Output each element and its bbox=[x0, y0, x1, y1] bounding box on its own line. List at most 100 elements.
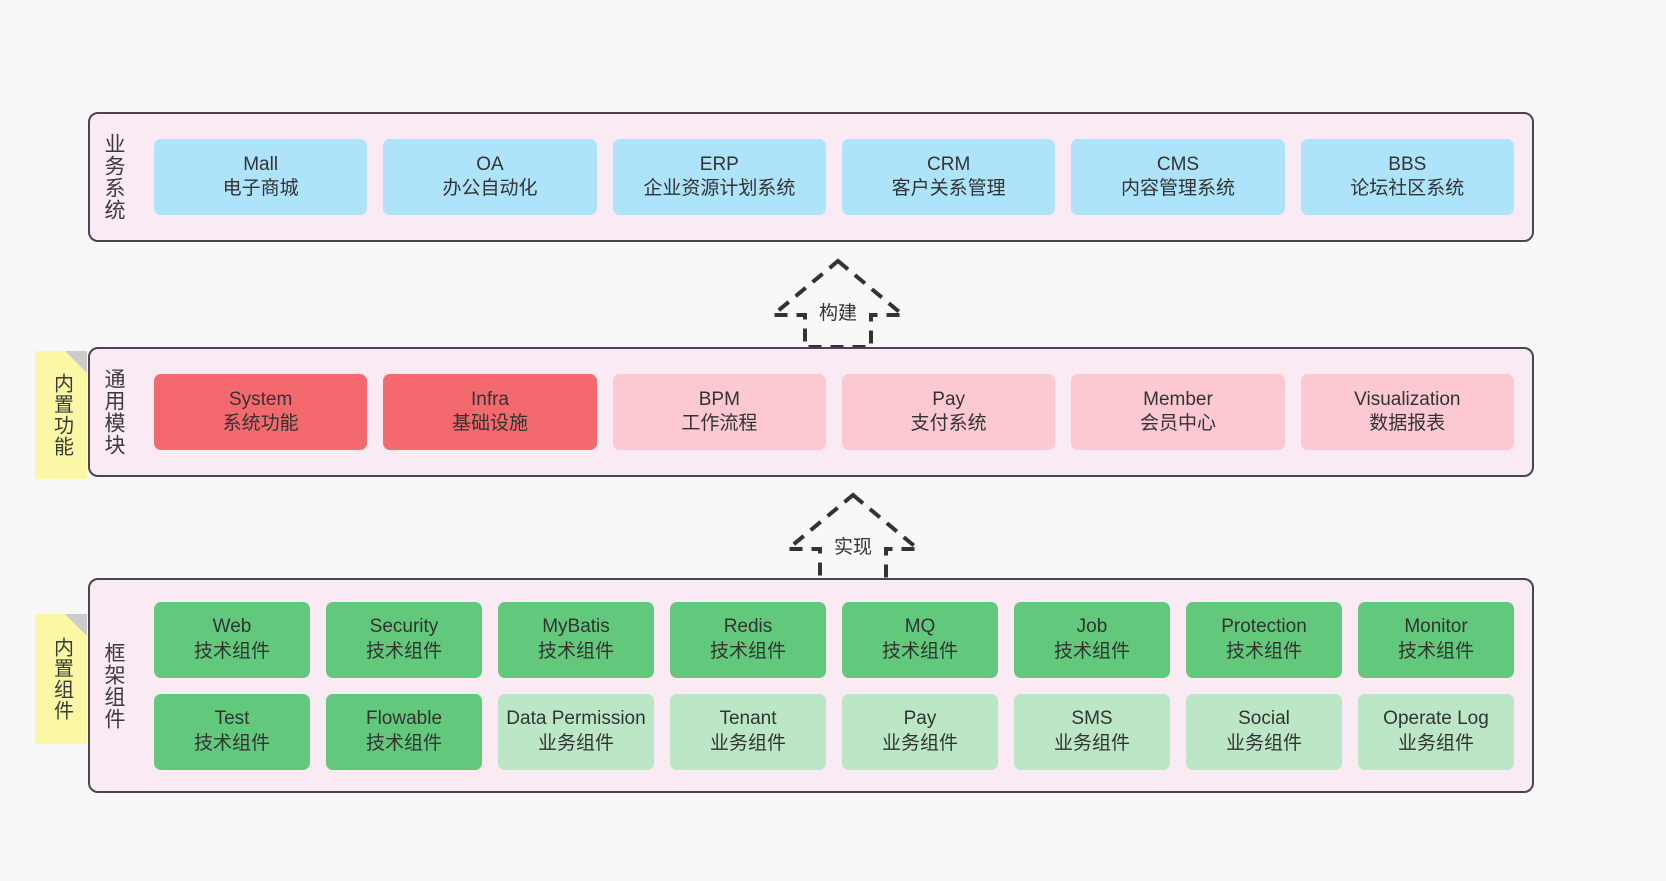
node-title: MyBatis bbox=[542, 616, 610, 638]
node-subtitle: 技术组件 bbox=[365, 640, 442, 662]
connector-implement-arrow: 实现 bbox=[768, 487, 938, 585]
note-fold-corner bbox=[65, 614, 87, 636]
node-title: Monitor bbox=[1404, 616, 1468, 638]
node-subtitle: 论坛社区系统 bbox=[1350, 178, 1465, 199]
node-title: Security bbox=[369, 616, 439, 638]
node-subtitle: 系统功能 bbox=[222, 413, 299, 434]
node-subtitle: 基础设施 bbox=[451, 413, 528, 434]
node-bpm[interactable]: BPM 工作流程 bbox=[612, 374, 826, 450]
node-monitor[interactable]: Monitor 技术组件 bbox=[1358, 601, 1514, 678]
connector-build-arrow: 构建 bbox=[753, 253, 923, 351]
node-subtitle: 技术组件 bbox=[709, 640, 786, 662]
framework-row-business: Test 技术组件 Flowable 技术组件 Data Permission … bbox=[146, 693, 1522, 770]
node-title: OA bbox=[476, 153, 504, 175]
node-title: CMS bbox=[1156, 153, 1200, 175]
node-subtitle: 业务组件 bbox=[1397, 732, 1474, 754]
node-subtitle: 电子商城 bbox=[222, 178, 299, 199]
sticky-note-label: 内置功能 bbox=[50, 373, 73, 457]
node-subtitle: 技术组件 bbox=[1053, 640, 1130, 662]
node-subtitle: 技术组件 bbox=[1225, 640, 1302, 662]
node-operate-log[interactable]: Operate Log 业务组件 bbox=[1358, 693, 1514, 770]
node-redis[interactable]: Redis 技术组件 bbox=[670, 601, 826, 678]
node-mq[interactable]: MQ 技术组件 bbox=[842, 601, 998, 678]
node-subtitle: 工作流程 bbox=[681, 413, 758, 434]
node-title: SMS bbox=[1071, 708, 1113, 730]
node-bbs[interactable]: BBS 论坛社区系统 bbox=[1300, 139, 1514, 215]
sticky-note-label: 内置组件 bbox=[50, 637, 73, 721]
node-security[interactable]: Security 技术组件 bbox=[326, 601, 482, 678]
sticky-note-builtin-components: 内置组件 bbox=[35, 614, 87, 744]
node-subtitle: 会员中心 bbox=[1139, 413, 1216, 434]
layer-body-framework-components: Web 技术组件 Security 技术组件 MyBatis 技术组件 Redi… bbox=[136, 580, 1532, 791]
node-title: Pay bbox=[903, 708, 937, 730]
node-cms[interactable]: CMS 内容管理系统 bbox=[1071, 139, 1285, 215]
node-pay-business[interactable]: Pay 业务组件 bbox=[842, 693, 998, 770]
layer-label-framework-components: 框架组件 bbox=[101, 641, 125, 730]
node-web[interactable]: Web 技术组件 bbox=[154, 601, 310, 678]
node-title: Pay bbox=[932, 388, 966, 410]
node-test[interactable]: Test 技术组件 bbox=[154, 693, 310, 770]
node-mall[interactable]: Mall 电子商城 bbox=[154, 139, 368, 215]
node-subtitle: 支付系统 bbox=[910, 413, 987, 434]
node-subtitle: 业务组件 bbox=[1225, 732, 1302, 754]
node-title: Job bbox=[1076, 616, 1108, 638]
node-subtitle: 业务组件 bbox=[709, 732, 786, 754]
node-flowable[interactable]: Flowable 技术组件 bbox=[326, 693, 482, 770]
layer-common-modules: 通用模块 System 系统功能 Infra 基础设施 BPM 工作流程 Pay… bbox=[88, 347, 1534, 477]
node-pay[interactable]: Pay 支付系统 bbox=[841, 374, 1056, 450]
node-title: Flowable bbox=[365, 708, 443, 730]
node-protection[interactable]: Protection 技术组件 bbox=[1186, 601, 1342, 678]
node-title: BPM bbox=[698, 388, 740, 410]
node-tenant[interactable]: Tenant 业务组件 bbox=[670, 693, 826, 770]
sticky-note-builtin-features: 内置功能 bbox=[35, 351, 87, 479]
node-member[interactable]: Member 会员中心 bbox=[1071, 374, 1285, 450]
node-system[interactable]: System 系统功能 bbox=[154, 374, 368, 450]
node-title: Operate Log bbox=[1383, 708, 1489, 730]
node-erp[interactable]: ERP 企业资源计划系统 bbox=[612, 139, 826, 215]
node-title: Redis bbox=[723, 616, 773, 638]
node-subtitle: 办公自动化 bbox=[442, 178, 538, 199]
node-subtitle: 技术组件 bbox=[365, 732, 442, 754]
layer-business-systems: 业务系统 Mall 电子商城 OA 办公自动化 ERP 企业资源计划系统 CRM… bbox=[88, 112, 1534, 242]
node-subtitle: 客户关系管理 bbox=[891, 178, 1006, 199]
node-title: MQ bbox=[904, 616, 936, 638]
node-title: ERP bbox=[699, 153, 739, 175]
layer-label-business-systems: 业务系统 bbox=[101, 133, 125, 221]
node-oa[interactable]: OA 办公自动化 bbox=[383, 139, 597, 215]
node-title: CRM bbox=[927, 153, 971, 175]
node-title: System bbox=[228, 388, 293, 410]
node-subtitle: 内容管理系统 bbox=[1120, 178, 1235, 199]
node-title: Test bbox=[214, 708, 250, 730]
node-subtitle: 技术组件 bbox=[193, 732, 270, 754]
note-fold-corner bbox=[65, 351, 87, 373]
node-title: Social bbox=[1238, 708, 1290, 730]
node-sms[interactable]: SMS 业务组件 bbox=[1014, 693, 1170, 770]
node-subtitle: 技术组件 bbox=[193, 640, 270, 662]
node-data-permission[interactable]: Data Permission 业务组件 bbox=[498, 693, 654, 770]
node-subtitle: 数据报表 bbox=[1369, 413, 1446, 434]
node-title: Protection bbox=[1221, 616, 1307, 638]
node-title: Data Permission bbox=[506, 708, 646, 730]
node-subtitle: 企业资源计划系统 bbox=[643, 178, 796, 199]
node-infra[interactable]: Infra 基础设施 bbox=[383, 374, 597, 450]
node-subtitle: 技术组件 bbox=[881, 640, 958, 662]
layer-body-common-modules: System 系统功能 Infra 基础设施 BPM 工作流程 Pay 支付系统… bbox=[136, 349, 1532, 475]
node-social[interactable]: Social 业务组件 bbox=[1186, 693, 1342, 770]
node-mybatis[interactable]: MyBatis 技术组件 bbox=[498, 601, 654, 678]
node-subtitle: 技术组件 bbox=[1397, 640, 1474, 662]
node-title: BBS bbox=[1388, 153, 1427, 175]
node-visualization[interactable]: Visualization 数据报表 bbox=[1300, 374, 1514, 450]
node-subtitle: 业务组件 bbox=[537, 732, 614, 754]
node-title: Member bbox=[1143, 388, 1213, 410]
node-subtitle: 业务组件 bbox=[881, 732, 958, 754]
node-subtitle: 技术组件 bbox=[537, 640, 614, 662]
node-title: Web bbox=[212, 616, 252, 638]
node-title: Visualization bbox=[1354, 388, 1461, 410]
layer-framework-components: 框架组件 Web 技术组件 Security 技术组件 MyBatis 技术组件… bbox=[88, 578, 1534, 793]
node-title: Infra bbox=[470, 388, 509, 410]
node-crm[interactable]: CRM 客户关系管理 bbox=[841, 139, 1056, 215]
node-job[interactable]: Job 技术组件 bbox=[1014, 601, 1170, 678]
layer-body-business-systems: Mall 电子商城 OA 办公自动化 ERP 企业资源计划系统 CRM 客户关系… bbox=[136, 114, 1532, 240]
node-subtitle: 业务组件 bbox=[1053, 732, 1130, 754]
